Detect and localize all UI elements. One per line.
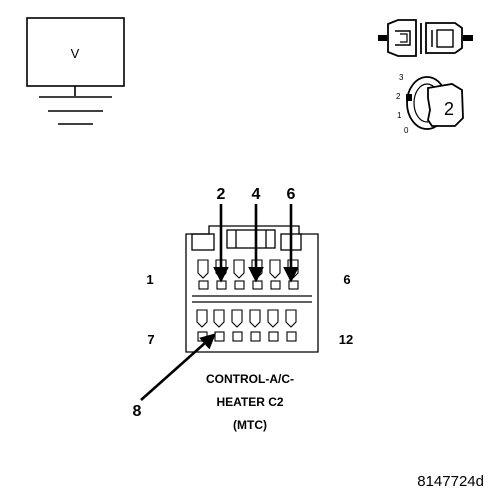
connector-caption-line-2: HEATER C2 <box>216 395 283 409</box>
cavity-1 <box>197 259 209 290</box>
ground-icon <box>39 96 112 125</box>
probe-label-8: 8 <box>133 403 142 420</box>
probe-arrows <box>140 204 299 401</box>
end-label-12: 12 <box>339 332 353 347</box>
cavity-7 <box>196 309 208 342</box>
end-label-7: 7 <box>147 332 154 347</box>
cavity-10 <box>249 309 261 342</box>
voltmeter: V <box>26 17 125 125</box>
voltmeter-symbol: V <box>71 46 80 61</box>
connector-caption-line-3: (MTC) <box>233 418 267 432</box>
probe-label-2: 2 <box>217 186 226 203</box>
probe-label-6: 6 <box>287 186 296 203</box>
cavity-11 <box>267 309 279 342</box>
probe-label-4: 4 <box>252 186 261 203</box>
cavity-12 <box>285 309 297 342</box>
cavity-6 <box>287 259 299 290</box>
arrow-pin-8 <box>140 333 216 401</box>
connector-top-row <box>197 259 299 290</box>
ignition-position-1: 1 <box>397 111 402 120</box>
connector-disconnect-icon <box>378 19 473 57</box>
cavity-9 <box>231 309 243 342</box>
cavity-8 <box>213 309 225 342</box>
ignition-key-position: 2 <box>444 99 454 119</box>
figure-id: 8147724d <box>417 473 484 490</box>
ignition-position-2: 2 <box>396 92 401 101</box>
connector-face <box>185 225 319 353</box>
cavity-5 <box>269 259 281 290</box>
ignition-switch-icon: 3 2 1 0 2 <box>396 73 464 135</box>
ignition-position-0: 0 <box>404 126 409 135</box>
end-label-1: 1 <box>146 272 153 287</box>
connector-caption-line-1: CONTROL-A/C- <box>206 372 294 386</box>
end-label-6: 6 <box>343 272 350 287</box>
ignition-position-3: 3 <box>399 73 404 82</box>
cavity-3 <box>233 259 245 290</box>
